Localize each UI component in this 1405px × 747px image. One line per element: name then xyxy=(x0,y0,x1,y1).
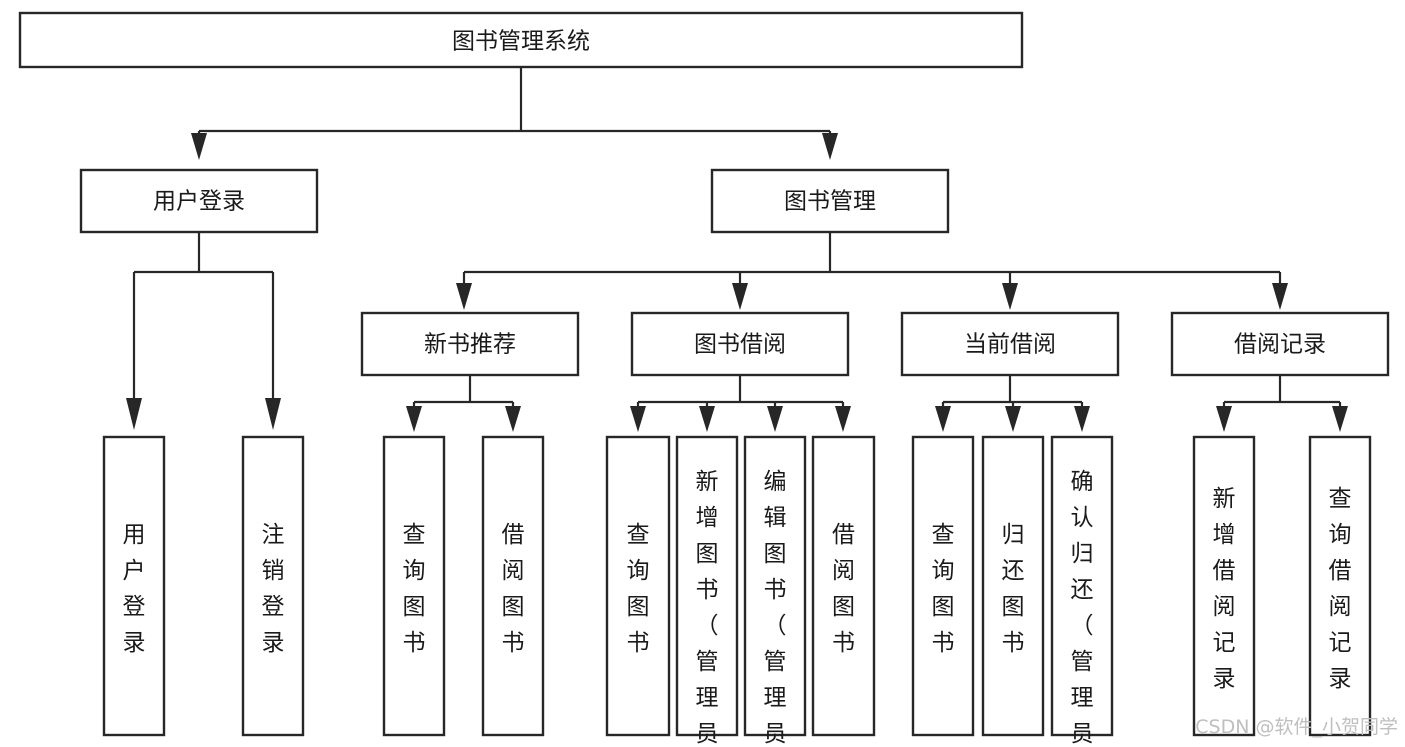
current-borrow-label: 当前借阅 xyxy=(964,332,1056,358)
leaf-node[interactable]: 新增图书（管理员） xyxy=(675,435,739,747)
arrow-head-to-user-login xyxy=(191,133,207,160)
borrow-record-label: 借阅记录 xyxy=(1234,332,1326,358)
book-mgmt-label: 图书管理 xyxy=(784,189,876,215)
root-label: 图书管理系统 xyxy=(452,29,590,55)
arrow-head-bb-add xyxy=(699,406,715,432)
leaf-label: 查询借阅记录 xyxy=(1329,486,1352,692)
leaf-label: 查询图书 xyxy=(627,522,650,656)
new-book-rec-box[interactable] xyxy=(360,311,580,377)
leaf-node[interactable]: 确认归还（管理员） xyxy=(1050,435,1114,747)
connector-group-book-mgmt xyxy=(456,232,1288,310)
arrow-head-cb-confirm xyxy=(1074,406,1090,432)
arrow-head-br-add xyxy=(1216,406,1232,432)
leaf-label: 借阅图书 xyxy=(832,522,855,656)
leaf-node[interactable]: 查询图书 xyxy=(911,435,975,737)
node-current-borrow[interactable]: 当前借阅 xyxy=(900,311,1120,377)
leaf-node[interactable]: 新增借阅记录 xyxy=(1192,435,1256,737)
arrow-head-nbr-query xyxy=(406,406,422,432)
book-mgmt-box[interactable] xyxy=(710,168,950,234)
connector-group-book-borrow xyxy=(630,375,851,432)
connector-group-user-login xyxy=(126,232,281,430)
leaf-node[interactable]: 查询图书 xyxy=(605,435,671,737)
new-book-rec-label: 新书推荐 xyxy=(424,332,516,358)
leaf-box[interactable] xyxy=(1192,435,1256,737)
arrow-head-borrow-record xyxy=(1272,283,1288,310)
leaf-node[interactable]: 借阅图书 xyxy=(811,435,876,737)
leaf-node[interactable]: 借阅图书 xyxy=(481,435,545,737)
leaf-node[interactable]: 归还图书 xyxy=(981,435,1045,737)
leaf-label: 确认归还（管理员） xyxy=(1071,469,1094,747)
connector-group-new-book-rec xyxy=(406,375,521,432)
arrow-head-leaf-logout xyxy=(265,398,281,430)
book-borrow-box[interactable] xyxy=(630,311,850,377)
leaf-label: 归还图书 xyxy=(1002,522,1025,656)
leaf-box[interactable] xyxy=(911,435,975,737)
arrow-head-bb-borrow xyxy=(835,406,851,432)
node-root[interactable]: 图书管理系统 xyxy=(18,11,1024,69)
connector-group-borrow-record xyxy=(1216,375,1348,432)
node-book-mgmt[interactable]: 图书管理 xyxy=(710,168,950,234)
leaf-box[interactable] xyxy=(1050,435,1114,737)
leaf-label: 查询图书 xyxy=(403,522,426,656)
leaf-box[interactable] xyxy=(481,435,545,737)
node-new-book-rec[interactable]: 新书推荐 xyxy=(360,311,580,377)
arrow-head-book-borrow xyxy=(732,283,748,310)
leaf-label: 新增图书（管理员） xyxy=(696,469,719,747)
leaf-node[interactable]: 查询图书 xyxy=(382,435,446,737)
user-login-label: 用户登录 xyxy=(153,189,245,215)
connector-group-current-borrow xyxy=(935,375,1090,432)
arrow-head-current-borrow xyxy=(1002,283,1018,310)
leaf-node[interactable]: 查询借阅记录 xyxy=(1308,435,1372,737)
leaf-box[interactable] xyxy=(743,435,807,737)
arrow-head-cb-return xyxy=(1005,406,1021,432)
borrow-record-box[interactable] xyxy=(1170,311,1390,377)
arrow-head-to-book-mgmt xyxy=(822,133,838,160)
arrow-head-cb-query xyxy=(935,406,951,432)
leaf-box[interactable] xyxy=(811,435,876,737)
arrow-head-nbr-borrow xyxy=(505,406,521,432)
arrow-head-bb-query xyxy=(630,406,646,432)
leaf-label: 注销登录 xyxy=(262,522,285,656)
current-borrow-box[interactable] xyxy=(900,311,1120,377)
leaf-label: 用户登录 xyxy=(123,522,146,656)
arrow-head-br-query xyxy=(1332,406,1348,432)
leaf-node-layer: 用户登录 注销登录 查询图书 借阅图书 查询图书 新增图书（管理员） 编辑图书（管理员） 借阅… xyxy=(102,435,1372,747)
connector-group-root xyxy=(191,67,838,160)
leaf-label: 借阅图书 xyxy=(502,522,525,656)
leaf-node[interactable]: 用户登录 xyxy=(102,435,166,737)
arrow-head-bb-edit xyxy=(767,406,783,432)
leaf-box[interactable] xyxy=(241,435,305,737)
leaf-node[interactable]: 编辑图书（管理员） xyxy=(743,435,807,747)
leaf-box[interactable] xyxy=(102,435,166,737)
leaf-label: 查询图书 xyxy=(932,522,955,656)
leaf-box[interactable] xyxy=(382,435,446,737)
leaf-node[interactable]: 注销登录 xyxy=(241,435,305,737)
arrow-head-leaf-user-login xyxy=(126,398,142,430)
leaf-label: 编辑图书（管理员） xyxy=(764,469,787,747)
leaf-box[interactable] xyxy=(675,435,739,737)
node-user-login[interactable]: 用户登录 xyxy=(79,168,319,234)
leaf-box[interactable] xyxy=(605,435,671,737)
user-login-box[interactable] xyxy=(79,168,319,234)
book-borrow-label: 图书借阅 xyxy=(694,332,786,358)
node-book-borrow[interactable]: 图书借阅 xyxy=(630,311,850,377)
root-box[interactable] xyxy=(18,11,1024,69)
leaf-box[interactable] xyxy=(1308,435,1372,737)
leaf-box[interactable] xyxy=(981,435,1045,737)
arrow-head-new-book-rec xyxy=(456,283,472,310)
csdn-watermark: CSDN @软件_小贺同学 xyxy=(1195,716,1398,738)
leaf-label: 新增借阅记录 xyxy=(1213,486,1236,692)
node-borrow-record[interactable]: 借阅记录 xyxy=(1170,311,1390,377)
